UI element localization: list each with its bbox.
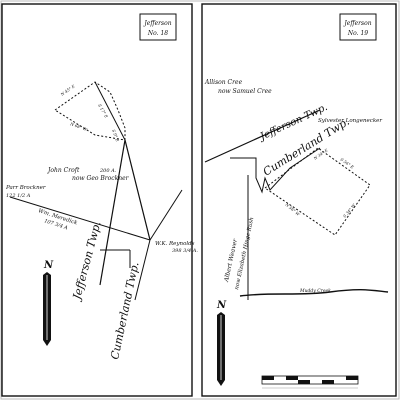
- left-tract-bearing-4: S 9° E: [111, 129, 120, 143]
- right-parcel-weaver: [230, 147, 321, 194]
- left-line-a: [94, 81, 126, 141]
- left-line-b: [124, 139, 151, 241]
- right-owner-cree-note: now Samuel Cree: [218, 88, 272, 95]
- left-owner-brockner-acres: 122 1/2 A: [6, 193, 31, 199]
- left-plate-number: No. 18: [147, 30, 168, 37]
- left-north-arrow: N: [43, 260, 54, 346]
- right-owner-cree: Allison Cree: [204, 79, 243, 86]
- left-plate-border: [1, 3, 193, 397]
- right-north-arrow: N: [216, 300, 227, 386]
- left-owner-croft: John Croft: [46, 167, 80, 174]
- left-owner-brockner: Parr Brockner: [5, 185, 46, 191]
- left-tract-bearing-3: N 68° W: [69, 121, 89, 132]
- left-tract-dotted: [54, 81, 126, 141]
- left-owner-croft-acres: 200 A.: [99, 168, 117, 174]
- left-line-h: [134, 239, 151, 301]
- right-north-letter: N: [216, 300, 227, 311]
- left-line-c: [99, 139, 126, 286]
- right-plate-district: Jefferson: [342, 20, 371, 27]
- left-owner-reynolds: W.K. Reynolds: [155, 241, 195, 247]
- right-plate-title-box: [339, 13, 377, 41]
- left-north-letter: N: [43, 260, 54, 271]
- left-line-e: [9, 196, 151, 241]
- right-creek-label: Muddy Creek: [299, 288, 331, 294]
- right-scale-bar: [261, 375, 359, 389]
- left-plate-district: Jefferson: [142, 20, 171, 27]
- right-owner-longenecker: Sylvester Longenecker: [318, 118, 382, 124]
- left-owner-reynolds-acres: 398 3/4 A.: [172, 248, 198, 254]
- right-twp-line: [204, 109, 321, 163]
- left-line-d: [149, 189, 183, 241]
- right-creek-line: [239, 289, 389, 297]
- left-owner-croft-note: now Geo Brockner: [72, 175, 130, 182]
- left-plate-title-box: [139, 13, 177, 41]
- right-plate-border: [201, 3, 397, 397]
- right-plate-number: No. 19: [347, 30, 368, 37]
- right-tract-dotted: [264, 147, 371, 236]
